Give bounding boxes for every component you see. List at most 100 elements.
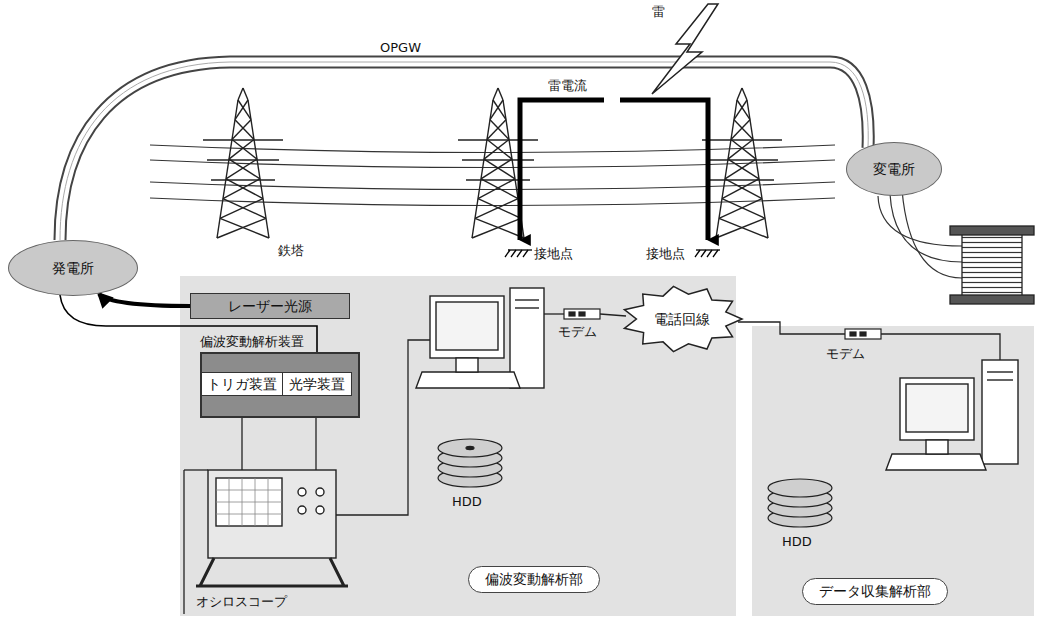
oscilloscope bbox=[216, 514, 282, 515]
hdd-right bbox=[768, 479, 832, 497]
panel-title: データ収集解析部 bbox=[802, 578, 948, 605]
hdd-left bbox=[438, 439, 502, 487]
phone-cloud: 電話回線 bbox=[622, 286, 742, 352]
transformer-coil bbox=[962, 234, 1022, 296]
signal-cables bbox=[184, 314, 1000, 614]
tower-stroke bbox=[462, 159, 534, 160]
tower-stroke bbox=[226, 179, 263, 199]
modem bbox=[850, 332, 856, 336]
connector bbox=[60, 295, 317, 372]
tower-stroke bbox=[490, 100, 503, 120]
node-label: 変電所 bbox=[873, 161, 915, 178]
node-label: レーザー光源 bbox=[228, 298, 312, 315]
computer-left bbox=[416, 372, 520, 388]
node-label: トリガ装置 bbox=[207, 376, 277, 393]
tower-stroke bbox=[238, 88, 243, 100]
tower-stroke bbox=[232, 120, 251, 140]
signal-cables bbox=[183, 470, 184, 614]
laser-box: レーザー光源 bbox=[190, 293, 350, 319]
oscilloscope bbox=[298, 506, 306, 514]
tower-stroke bbox=[458, 139, 538, 140]
computer-left bbox=[515, 299, 539, 300]
computer-left bbox=[436, 302, 498, 350]
opgw-cable bbox=[60, 62, 868, 240]
tower-stroke bbox=[725, 179, 762, 199]
plant-ellipse: 発電所 bbox=[8, 240, 138, 296]
signal-cables bbox=[184, 469, 208, 470]
tower-stroke bbox=[229, 139, 254, 159]
tower-stroke bbox=[734, 100, 747, 120]
tower-stroke bbox=[702, 139, 782, 140]
ground-symbol bbox=[523, 250, 528, 257]
oscilloscope bbox=[196, 470, 348, 586]
oscilloscope bbox=[216, 490, 282, 491]
opgw-cable bbox=[60, 62, 868, 240]
tower-stroke bbox=[217, 218, 266, 238]
tower-stroke bbox=[487, 120, 506, 140]
oscilloscope bbox=[268, 478, 269, 526]
signal-cables bbox=[544, 313, 564, 314]
ground-symbol bbox=[695, 250, 700, 257]
tower-stroke bbox=[232, 139, 257, 159]
device-heading: 偏波変動解析装置 bbox=[200, 334, 304, 350]
tower-stroke bbox=[235, 120, 254, 140]
modem bbox=[845, 329, 881, 339]
computer-right bbox=[982, 360, 1018, 464]
tower-stroke bbox=[481, 179, 518, 199]
modem bbox=[564, 309, 881, 339]
ground-symbol bbox=[713, 250, 718, 257]
lightning-current bbox=[620, 100, 708, 240]
oscilloscope bbox=[208, 470, 336, 558]
part-label: HDD bbox=[782, 534, 812, 550]
oscilloscope bbox=[242, 478, 243, 526]
lightning-bolt bbox=[652, 4, 718, 94]
tower-stroke bbox=[220, 218, 269, 238]
tower-stroke bbox=[706, 159, 778, 160]
tower-stroke bbox=[475, 218, 524, 238]
hdd-left bbox=[438, 439, 502, 457]
tower-stroke bbox=[493, 88, 498, 100]
tower-stroke bbox=[484, 159, 515, 179]
power-wires bbox=[150, 198, 835, 206]
transformer-coil bbox=[950, 226, 1034, 304]
part-label: OPGW bbox=[380, 40, 421, 56]
tower-stroke bbox=[747, 100, 768, 238]
tower-stroke bbox=[719, 199, 762, 219]
ground-symbol bbox=[707, 250, 712, 257]
computer-right bbox=[886, 360, 1018, 470]
tower-stroke bbox=[484, 139, 509, 159]
oscilloscope bbox=[196, 558, 348, 586]
oscilloscope bbox=[298, 488, 306, 496]
cloud-outline bbox=[624, 286, 742, 351]
signal-cables bbox=[315, 418, 316, 470]
signal-cables bbox=[600, 314, 626, 316]
tower-stroke bbox=[737, 88, 742, 100]
transformer-coil bbox=[950, 295, 1034, 304]
part-label: 接地点 bbox=[646, 246, 685, 262]
oscilloscope bbox=[216, 502, 282, 503]
panel-title: 偏波変動解析部 bbox=[468, 566, 600, 593]
oscilloscope bbox=[216, 478, 282, 526]
power-wires bbox=[150, 145, 835, 153]
computer-left bbox=[456, 358, 478, 372]
part-label: 雷電流 bbox=[548, 78, 587, 94]
ground-symbol bbox=[505, 250, 510, 257]
tower-stroke bbox=[742, 88, 747, 100]
substation-ellipse: 変電所 bbox=[846, 142, 942, 196]
tower-stroke bbox=[716, 218, 765, 238]
modem bbox=[569, 312, 575, 316]
tower-stroke bbox=[731, 139, 756, 159]
hdd-right bbox=[768, 479, 832, 527]
tower-stroke bbox=[248, 100, 269, 238]
node-label: 光学装置 bbox=[289, 376, 345, 393]
tower-stroke bbox=[472, 100, 493, 238]
tower-stroke bbox=[235, 100, 248, 120]
signal-cables bbox=[881, 334, 1000, 360]
modem bbox=[579, 312, 585, 316]
tower-stroke bbox=[220, 199, 263, 219]
tower-stroke bbox=[719, 218, 768, 238]
tower-stroke bbox=[203, 139, 283, 140]
signal-cables bbox=[336, 340, 430, 515]
tower-stroke bbox=[728, 139, 753, 159]
